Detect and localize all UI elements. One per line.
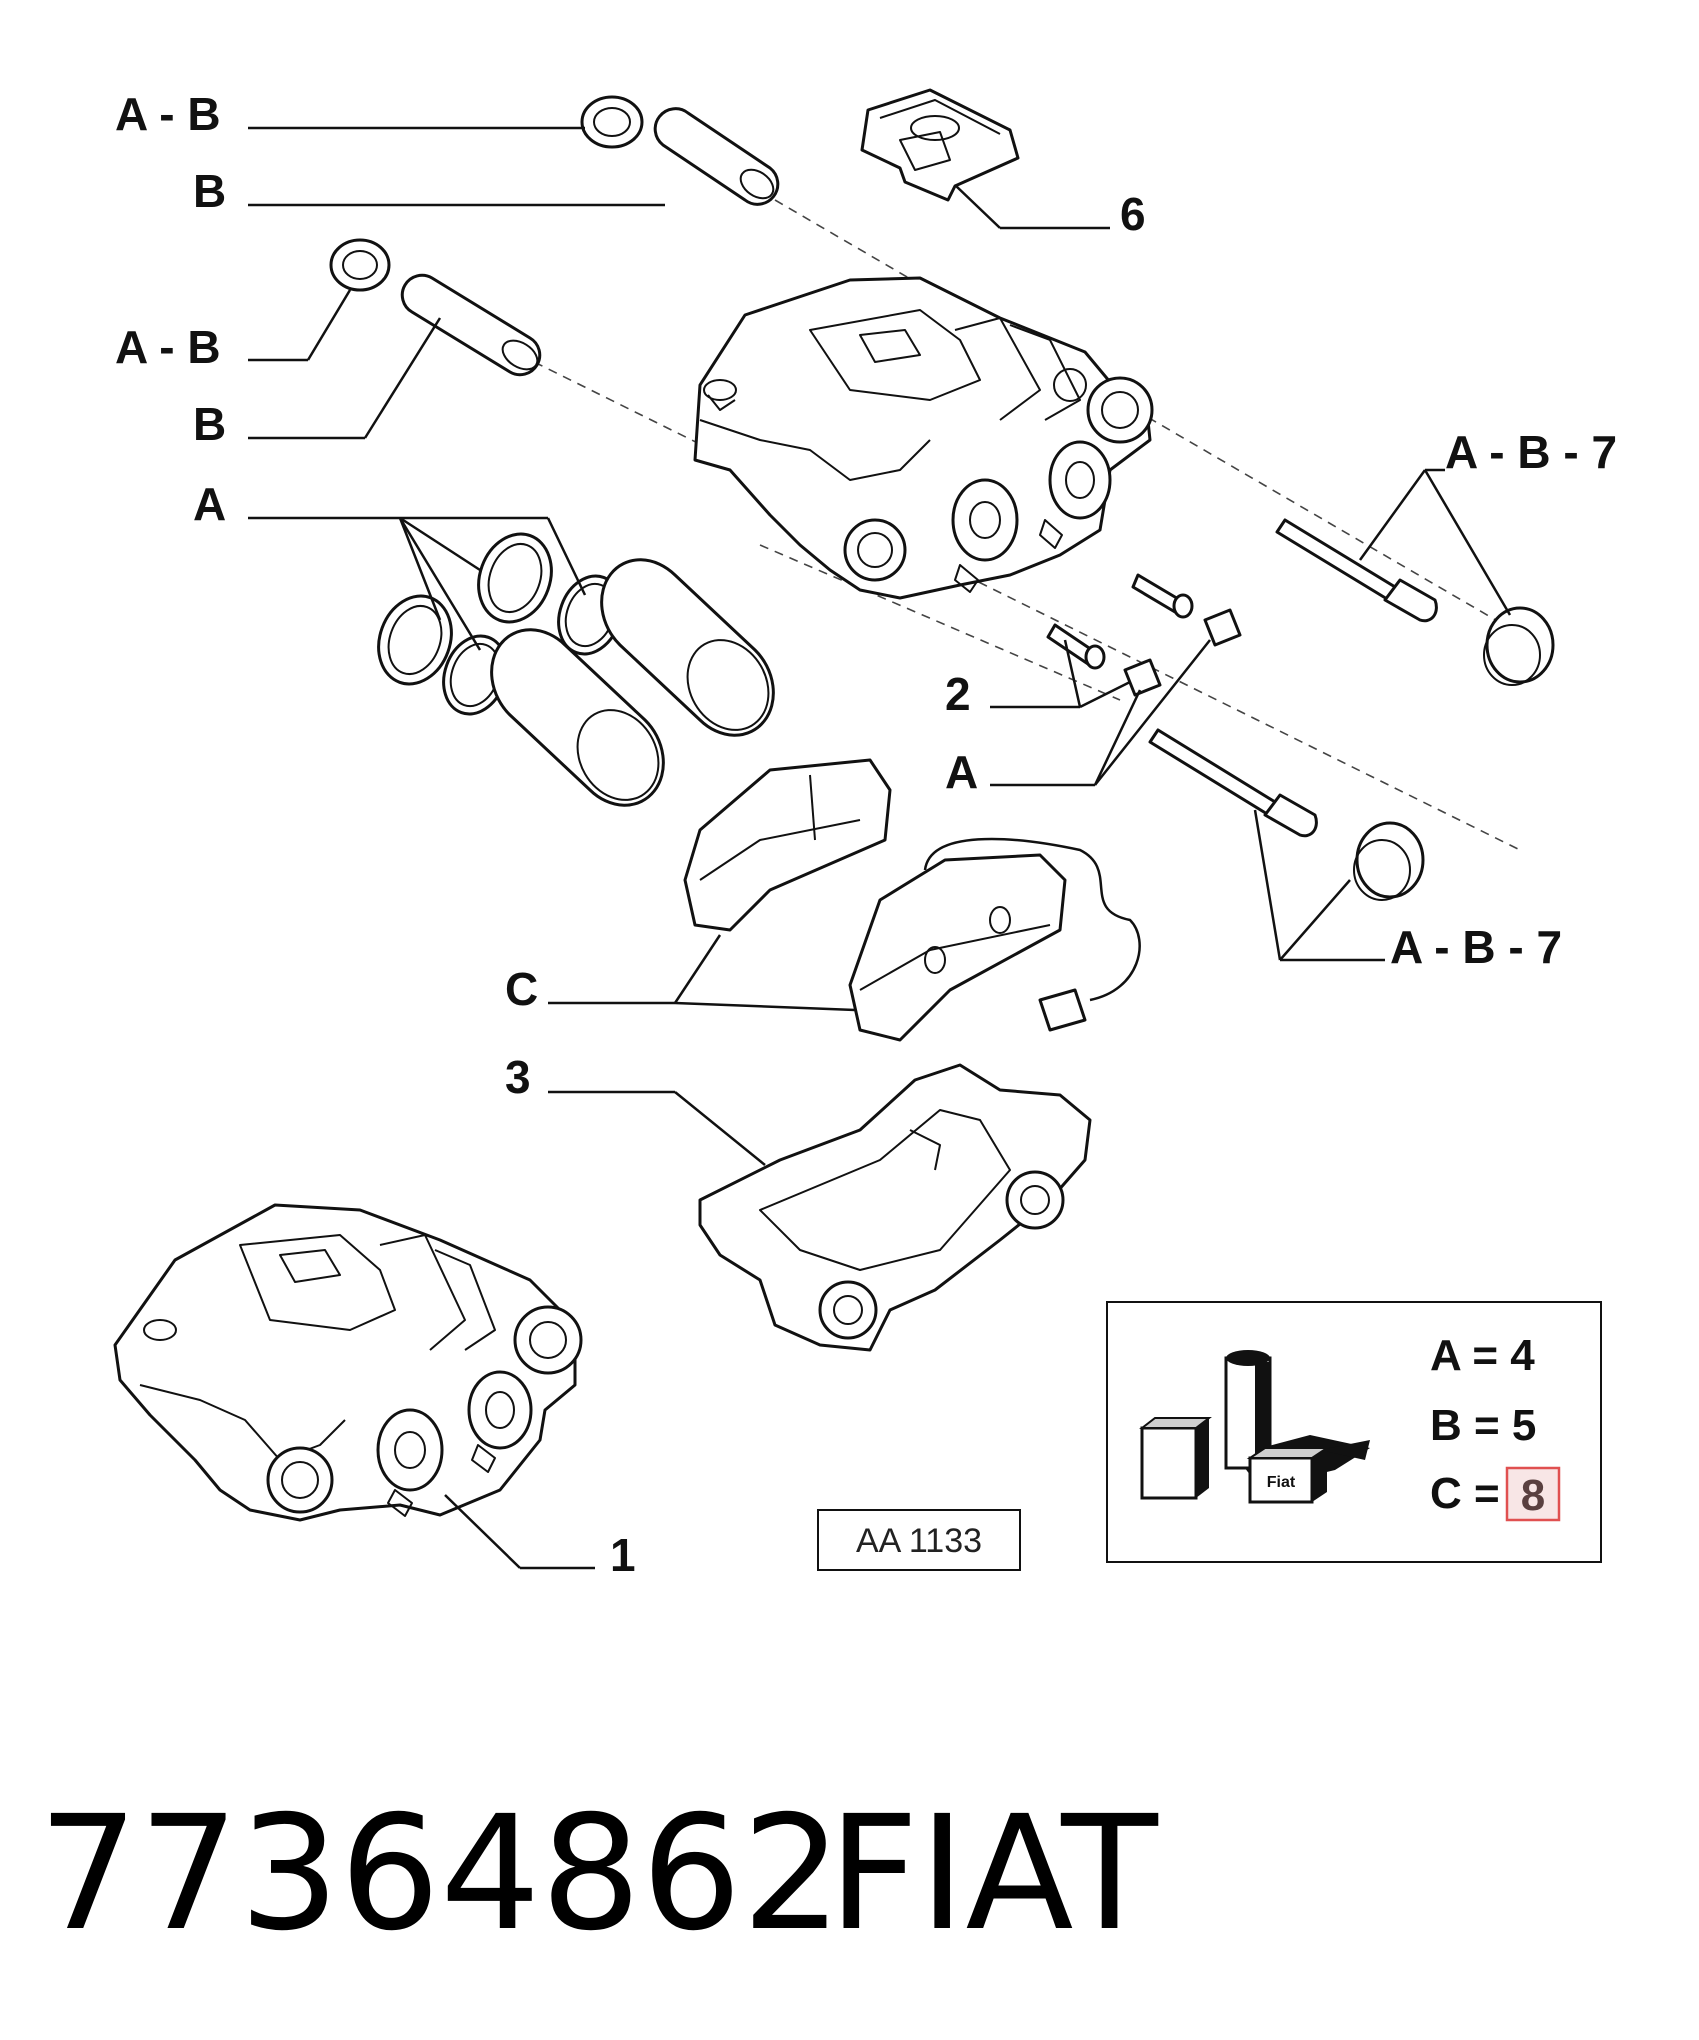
package-brand-label: Fiat [1267, 1474, 1296, 1491]
assembly-axis-lines [519, 199, 1531, 851]
caliper-bolt-bottom [1148, 728, 1318, 838]
legend-line-a: A = 4 [1430, 1331, 1535, 1380]
callout-6: 6 [1120, 188, 1146, 240]
caliper-housing-exploded [693, 276, 1154, 600]
guide-pin-mid [400, 273, 542, 377]
brake-pad-inner [683, 758, 892, 932]
callout-ab-mid: A - B [115, 321, 221, 373]
dust-cap-top [1483, 606, 1555, 686]
bleeder-screw-1 [1131, 573, 1194, 619]
leader-lines [248, 126, 1512, 1570]
piston-1 [600, 558, 775, 737]
caliper-bolt-top [1275, 518, 1438, 623]
guide-pin-top [653, 107, 780, 206]
legend-line-b: B = 5 [1430, 1401, 1536, 1450]
brand-name: FIAT [828, 1782, 1158, 1966]
legend-c-highlight [1505, 1466, 1561, 1522]
callout-b-mid: B [193, 398, 226, 450]
bleeder-cap-1 [1203, 608, 1242, 647]
caliper-assembly [113, 1203, 583, 1522]
quantity-legend: Fiat A = 4 B = 5 C = 8 [1106, 1301, 1602, 1563]
callout-ab7-bottom: A - B - 7 [1390, 921, 1562, 973]
callout-a-seals: A [193, 478, 226, 530]
pad-spring-clip [860, 88, 1020, 202]
bushing-top [580, 95, 644, 149]
legend-c-value: 8 [1521, 1471, 1545, 1520]
callout-3: 3 [505, 1051, 531, 1103]
bushing-mid [329, 238, 391, 292]
figure-code-box: AA 1133 [817, 1509, 1021, 1571]
piston-2 [490, 628, 665, 807]
callout-2: 2 [945, 668, 971, 720]
callout-a-caps: A [945, 746, 978, 798]
legend-line-c: C = [1430, 1469, 1500, 1518]
piston-dust-boot-2 [377, 594, 453, 686]
bleeder-screw-2 [1046, 623, 1106, 670]
brake-pad-outer-with-sensor [848, 837, 1141, 1042]
bleeder-cap-2 [1123, 658, 1162, 697]
callout-1: 1 [610, 1529, 636, 1581]
callout-c-pads: C [505, 963, 538, 1015]
piston-dust-boot-1 [477, 532, 553, 624]
figure-code: AA 1133 [856, 1522, 982, 1560]
callout-b-top: B [193, 165, 226, 217]
dust-cap-bottom [1353, 821, 1425, 901]
callout-ab-top: A - B [115, 88, 221, 140]
callout-ab7-top: A - B - 7 [1445, 426, 1617, 478]
part-number: 77364862 [38, 1782, 842, 1966]
product-packages-icon: Fiat [1139, 1350, 1370, 1504]
caliper-bracket [698, 1063, 1092, 1352]
